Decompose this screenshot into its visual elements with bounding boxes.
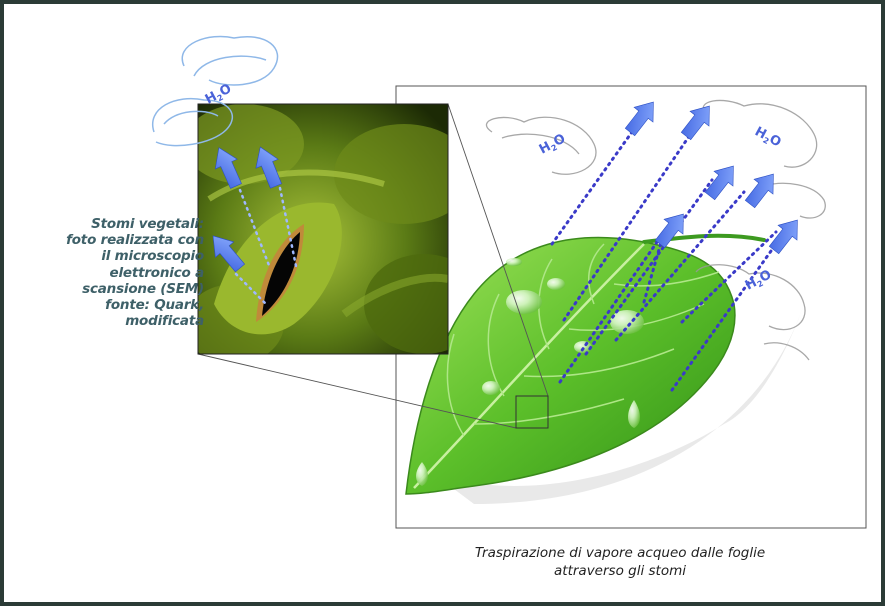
h2o-label-4: H2O	[743, 267, 775, 294]
h2o-label-3: H2O	[752, 124, 784, 151]
svg-text:H2O: H2O	[752, 124, 784, 151]
caption-line: attraverso gli stomi	[400, 562, 840, 580]
transpiration-caption: Traspirazione di vapore acqueo dalle fog…	[400, 544, 840, 580]
caption-line: elettronico a	[24, 265, 204, 281]
sem-stoma-photo	[184, 104, 484, 364]
caption-line: scansione (SEM)	[24, 281, 204, 297]
leaf-illustration	[406, 236, 764, 494]
svg-text:H2O: H2O	[743, 267, 775, 294]
caption-line: fonte: Quark,	[24, 297, 204, 313]
caption-line: modificata	[24, 313, 204, 329]
caption-line: Stomi vegetali:	[24, 216, 204, 232]
slide-canvas: H2O H2O H2O H2O Stomi vegetali: foto rea…	[4, 4, 881, 602]
caption-line: il microscopio	[24, 248, 204, 264]
caption-line: foto realizzata con	[24, 232, 204, 248]
caption-line: Traspirazione di vapore acqueo dalle fog…	[400, 544, 840, 562]
vapor-arrows	[621, 95, 807, 258]
stomata-photo-caption: Stomi vegetali: foto realizzata con il m…	[24, 216, 204, 329]
